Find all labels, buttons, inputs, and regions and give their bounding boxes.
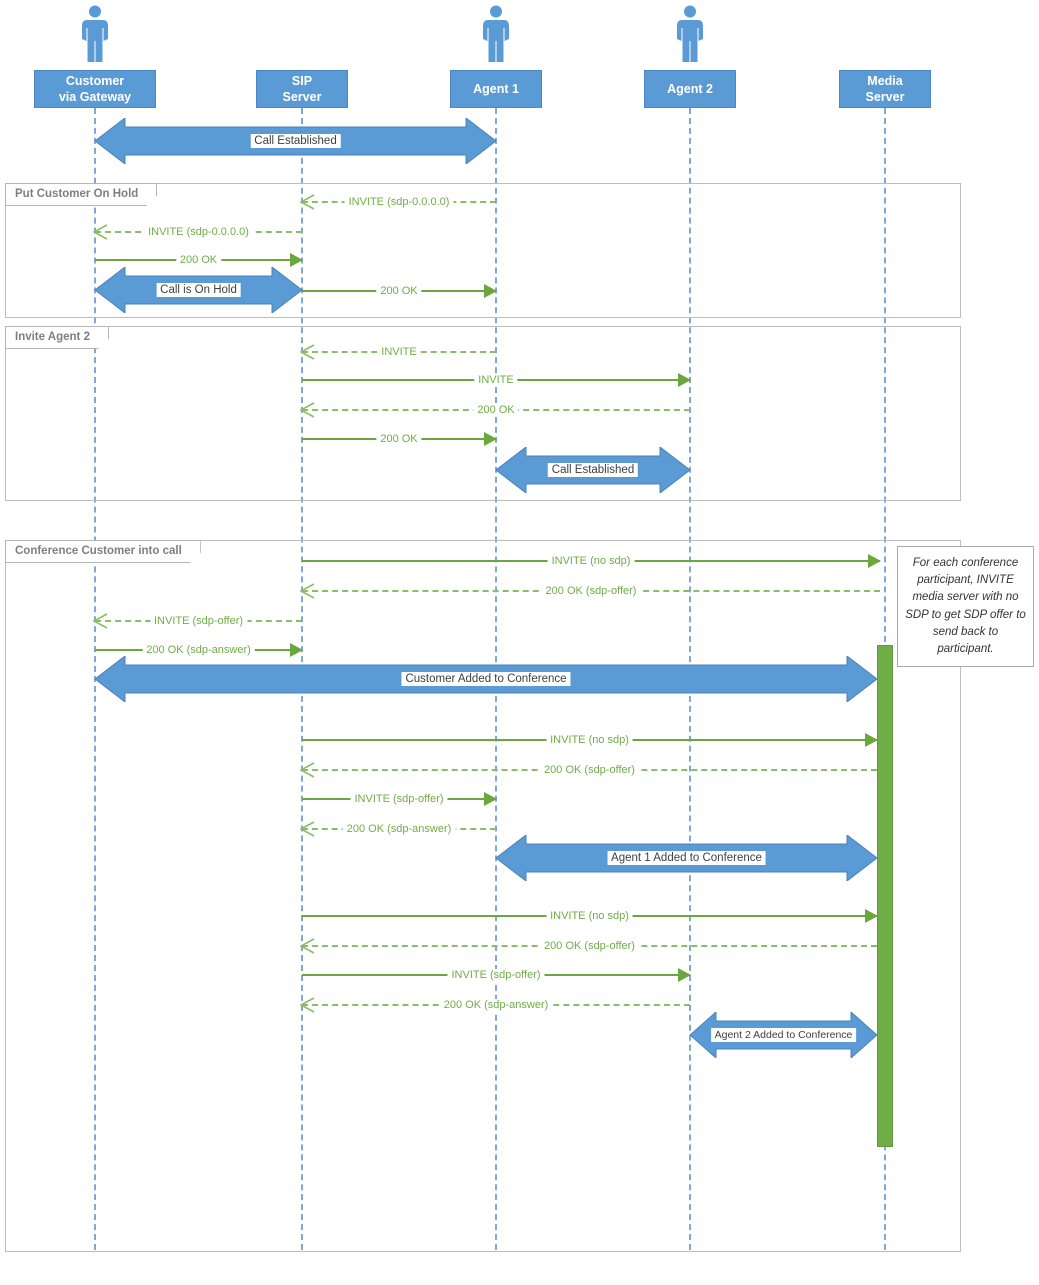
note: For each conference participant, INVITE … <box>897 546 1034 667</box>
message-label: 200 OK (sdp-offer) <box>540 764 639 776</box>
frame-conference-customer: Conference Customer into call <box>5 540 961 1252</box>
lane-header-agent-1: Agent 1 <box>450 70 542 108</box>
frame-invite-agent-2: Invite Agent 2 <box>5 326 961 501</box>
span-arrow-label: Customer Added to Conference <box>401 672 571 686</box>
message-label: INVITE (sdp-offer) <box>350 793 448 805</box>
frame-label: Invite Agent 2 <box>5 326 109 349</box>
message-label: 200 OK <box>376 285 422 297</box>
arrowhead-icon <box>868 554 881 568</box>
message-label: INVITE (no sdp) <box>547 555 635 567</box>
message-label: INVITE (no sdp) <box>546 910 633 922</box>
frame-label: Conference Customer into call <box>5 540 201 563</box>
span-arrow: Call Established <box>94 116 497 166</box>
frame-label-text: Conference Customer into call <box>15 545 182 557</box>
span-arrow: Call is On Hold <box>94 265 303 315</box>
arrowhead-icon <box>484 792 497 806</box>
span-arrow: Agent 2 Added to Conference <box>689 1010 878 1060</box>
message: INVITE (sdp-offer) <box>302 968 691 982</box>
open-arrowhead-icon <box>300 938 315 954</box>
message-label: INVITE <box>474 374 518 386</box>
open-arrowhead-icon <box>300 344 315 360</box>
lane-header-agent-2: Agent 2 <box>644 70 736 108</box>
message-label: 200 OK (sdp-offer) <box>541 585 641 597</box>
message-label: 200 OK (sdp-offer) <box>540 940 639 952</box>
message: 200 OK (sdp-answer) <box>300 997 690 1013</box>
span-arrow-label: Call Established <box>250 134 341 148</box>
message-label: 200 OK (sdp-answer) <box>439 999 553 1011</box>
message: 200 OK (sdp-offer) <box>300 583 880 599</box>
message: 200 OK <box>300 402 690 418</box>
arrowhead-icon <box>865 909 878 923</box>
message-label: 200 OK <box>473 404 519 416</box>
arrowhead-icon <box>484 284 497 298</box>
arrowhead-icon <box>290 253 303 267</box>
frame-put-customer-on-hold: Put Customer On Hold <box>5 183 961 318</box>
span-arrow-label: Call Established <box>547 463 639 477</box>
open-arrowhead-icon <box>300 997 315 1013</box>
activation-bar <box>877 645 893 1147</box>
message: 200 OK (sdp-offer) <box>300 762 877 778</box>
message: INVITE (sdp-0.0.0.0) <box>300 194 496 210</box>
lane-header-media-server: Media Server <box>839 70 931 108</box>
message: INVITE <box>302 373 691 387</box>
message: 200 OK (sdp-answer) <box>95 643 303 657</box>
span-arrow-label: Call is On Hold <box>156 283 241 297</box>
span-arrow: Customer Added to Conference <box>94 654 878 704</box>
arrowhead-icon <box>865 733 878 747</box>
person-icon <box>677 5 703 62</box>
message: 200 OK (sdp-offer) <box>300 938 877 954</box>
message: INVITE <box>300 344 496 360</box>
open-arrowhead-icon <box>300 402 315 418</box>
open-arrowhead-icon <box>300 194 315 210</box>
lane-header-sip-server: SIP Server <box>256 70 348 108</box>
person-icon <box>82 5 108 62</box>
open-arrowhead-icon <box>300 583 315 599</box>
arrowhead-icon <box>484 432 497 446</box>
message: INVITE (sdp-offer) <box>302 792 497 806</box>
open-arrowhead-icon <box>93 224 108 240</box>
frame-label-text: Invite Agent 2 <box>15 331 90 343</box>
arrowhead-icon <box>290 643 303 657</box>
span-arrow: Call Established <box>495 445 691 495</box>
message-label: 200 OK <box>376 433 422 445</box>
message-label: INVITE <box>377 346 421 358</box>
message-label: INVITE (sdp-0.0.0.0) <box>144 226 253 238</box>
message-label: INVITE (sdp-offer) <box>149 615 248 627</box>
message-label: INVITE (sdp-offer) <box>447 969 545 981</box>
arrowhead-icon <box>678 968 691 982</box>
open-arrowhead-icon <box>300 821 315 837</box>
message: INVITE (sdp-0.0.0.0) <box>93 224 302 240</box>
message: 200 OK <box>302 284 497 298</box>
message-label: 200 OK (sdp-answer) <box>142 644 255 656</box>
span-arrow: Agent 1 Added to Conference <box>495 833 878 883</box>
arrowhead-icon <box>678 373 691 387</box>
message-label: INVITE (no sdp) <box>546 734 633 746</box>
message: 200 OK (sdp-answer) <box>300 821 496 837</box>
frame-label-text: Put Customer On Hold <box>15 188 139 200</box>
frame-label: Put Customer On Hold <box>5 183 157 206</box>
span-arrow-label: Agent 1 Added to Conference <box>607 851 766 865</box>
message-label: 200 OK (sdp-answer) <box>342 823 456 835</box>
message: INVITE (no sdp) <box>302 909 878 923</box>
message: INVITE (no sdp) <box>302 554 881 568</box>
person-icon <box>483 5 509 62</box>
message: 200 OK <box>302 432 497 446</box>
lane-header-customer: Customer via Gateway <box>34 70 156 108</box>
message-label: INVITE (sdp-0.0.0.0) <box>344 196 454 208</box>
message: INVITE (no sdp) <box>302 733 878 747</box>
span-arrow-label: Agent 2 Added to Conference <box>710 1028 857 1042</box>
message: INVITE (sdp-offer) <box>93 613 302 629</box>
open-arrowhead-icon <box>300 762 315 778</box>
message: 200 OK <box>95 253 303 267</box>
message-label: 200 OK <box>175 254 222 266</box>
open-arrowhead-icon <box>93 613 108 629</box>
